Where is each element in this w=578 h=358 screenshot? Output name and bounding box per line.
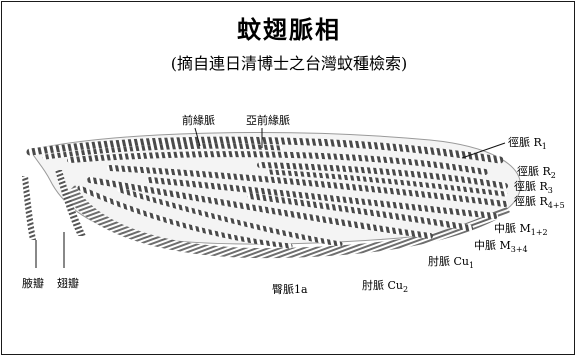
figure-subtitle: (摘自連日清博士之台灣蚊種檢索) — [170, 54, 408, 73]
vein-m12 — [147, 177, 498, 219]
vein-m34 — [247, 193, 473, 231]
figure-title: 蚊翅脈相 — [237, 15, 341, 44]
vein-r2 — [257, 162, 508, 189]
label-m12: 中脈 M1+2 — [494, 222, 548, 237]
vein-anal — [77, 185, 293, 249]
vein-cu2 — [117, 187, 343, 247]
vein-cu1 — [87, 177, 433, 239]
label-subcosta: 亞前緣脈 — [246, 114, 290, 127]
label-r3: 徑脈 R3 — [514, 180, 553, 195]
vein-costa — [26, 136, 504, 164]
label-r2: 徑脈 R2 — [517, 165, 556, 180]
vein-r45 — [107, 165, 508, 207]
squama-lobe — [22, 176, 36, 240]
label-costa: 前緣脈 — [182, 114, 215, 127]
vein-r1 — [67, 151, 488, 175]
label-m34: 中脈 M3+4 — [474, 239, 528, 254]
label-cu1: 肘脈 Cu1 — [428, 255, 475, 270]
label-r1: 徑脈 R1 — [508, 136, 547, 151]
label-anal: 臀脈1a — [272, 283, 308, 296]
label-cu2: 肘脈 Cu2 — [362, 279, 409, 294]
label-r45: 徑脈 R4+5 — [514, 195, 565, 210]
label-alula: 翅瓣 — [57, 277, 79, 290]
alula-lobe — [55, 170, 86, 236]
label-squama: 腋瓣 — [22, 277, 44, 290]
vein-r3 — [267, 169, 508, 197]
wing-fringe — [65, 185, 510, 259]
vein-subcosta — [42, 143, 283, 160]
leader-lines — [35, 127, 506, 268]
